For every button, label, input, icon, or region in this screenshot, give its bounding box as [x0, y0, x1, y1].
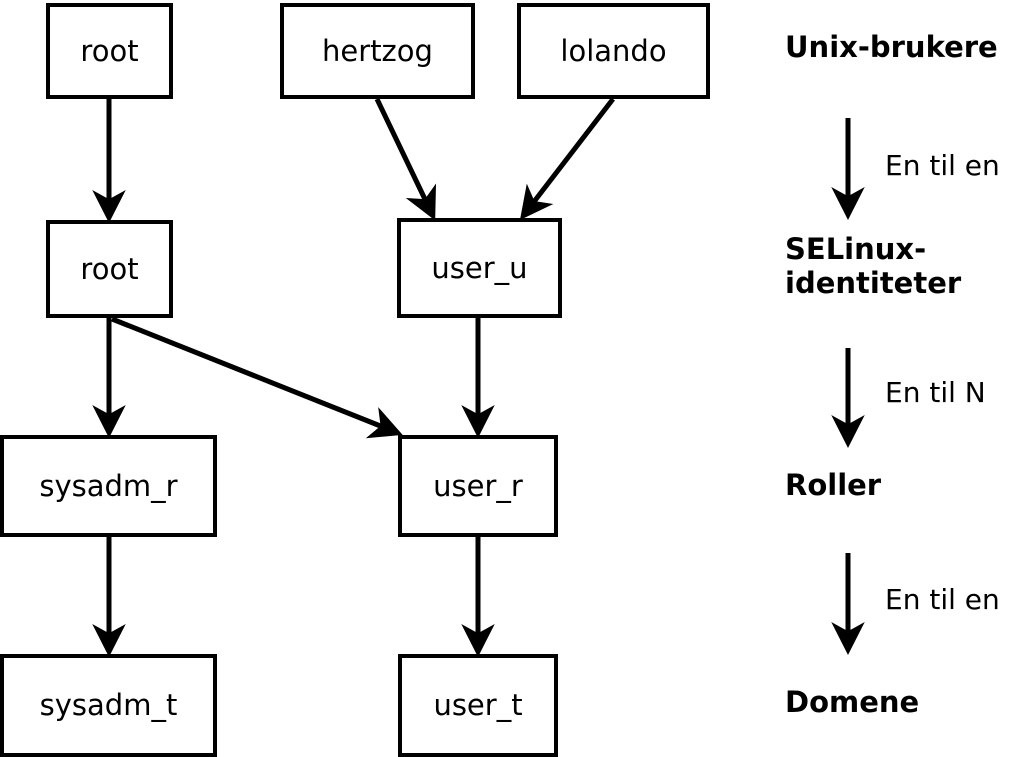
legend-label-selinux-identiteter: SELinux- identiteter: [785, 232, 962, 301]
legend-label-domene: Domene: [785, 685, 920, 719]
legend-arrow-2-label: En til N: [885, 376, 986, 409]
node-lolando[interactable]: lolando: [517, 3, 710, 99]
edge-root_sel-to-user_r: [111, 316, 403, 439]
node-root_unix[interactable]: root: [46, 3, 173, 99]
edge-hertzog-to-user_u: [374, 97, 437, 221]
legend-arrow-3-label: En til en: [885, 583, 1000, 616]
legend-label-unix-brukere: Unix-brukere: [785, 30, 998, 64]
node-user_r[interactable]: user_r: [398, 435, 558, 537]
node-sysadm_r[interactable]: sysadm_r: [0, 435, 217, 537]
node-root_sel[interactable]: root: [46, 220, 173, 318]
edge-lolando-to-user_u: [519, 97, 615, 220]
node-hertzog[interactable]: hertzog: [280, 3, 475, 99]
node-user_u[interactable]: user_u: [397, 218, 562, 318]
legend-arrow-1-label: En til en: [885, 149, 1000, 182]
node-user_t[interactable]: user_t: [398, 654, 558, 757]
legend-label-roller: Roller: [785, 468, 882, 502]
node-sysadm_t[interactable]: sysadm_t: [0, 654, 217, 757]
